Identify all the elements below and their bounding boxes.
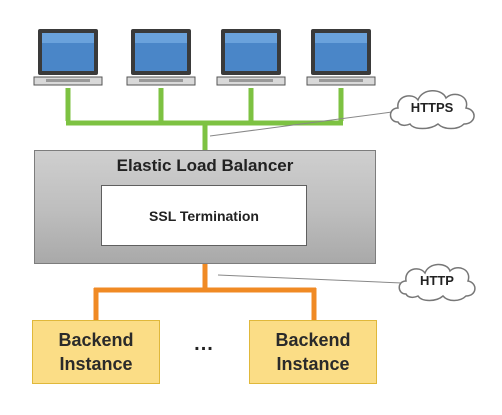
cloud-icon [389, 90, 475, 130]
laptop-icon [306, 29, 376, 86]
cloud-icon [398, 263, 476, 302]
load-balancer-title: Elastic Load Balancer [116, 156, 294, 175]
client-laptop-3 [215, 27, 287, 91]
client-laptop-1 [32, 27, 104, 91]
ssl-termination-box: SSL Termination [101, 185, 307, 246]
https-cloud: HTTPS [384, 84, 480, 132]
client-laptop-4 [305, 27, 377, 91]
http-callout-pointer [217, 274, 403, 284]
client-laptop-2 [125, 27, 197, 91]
backend-instance-2: Backend Instance [249, 320, 377, 384]
elastic-load-balancer: Elastic Load Balancer SSL Termination [34, 150, 376, 264]
http-cloud: HTTP [394, 258, 480, 304]
more-instances-ellipsis: ... [194, 333, 214, 355]
backend-instance-1: Backend Instance [32, 320, 160, 384]
backend-instance-label: Backend Instance [58, 330, 134, 374]
ssl-termination-label: SSL Termination [149, 207, 259, 224]
backend-instance-label: Backend Instance [275, 330, 351, 374]
laptop-icon [216, 29, 286, 86]
laptop-icon [33, 29, 103, 86]
laptop-icon [126, 29, 196, 86]
http-label: HTTP [420, 273, 454, 288]
https-callout-pointer [209, 111, 393, 137]
https-label: HTTPS [410, 100, 454, 115]
